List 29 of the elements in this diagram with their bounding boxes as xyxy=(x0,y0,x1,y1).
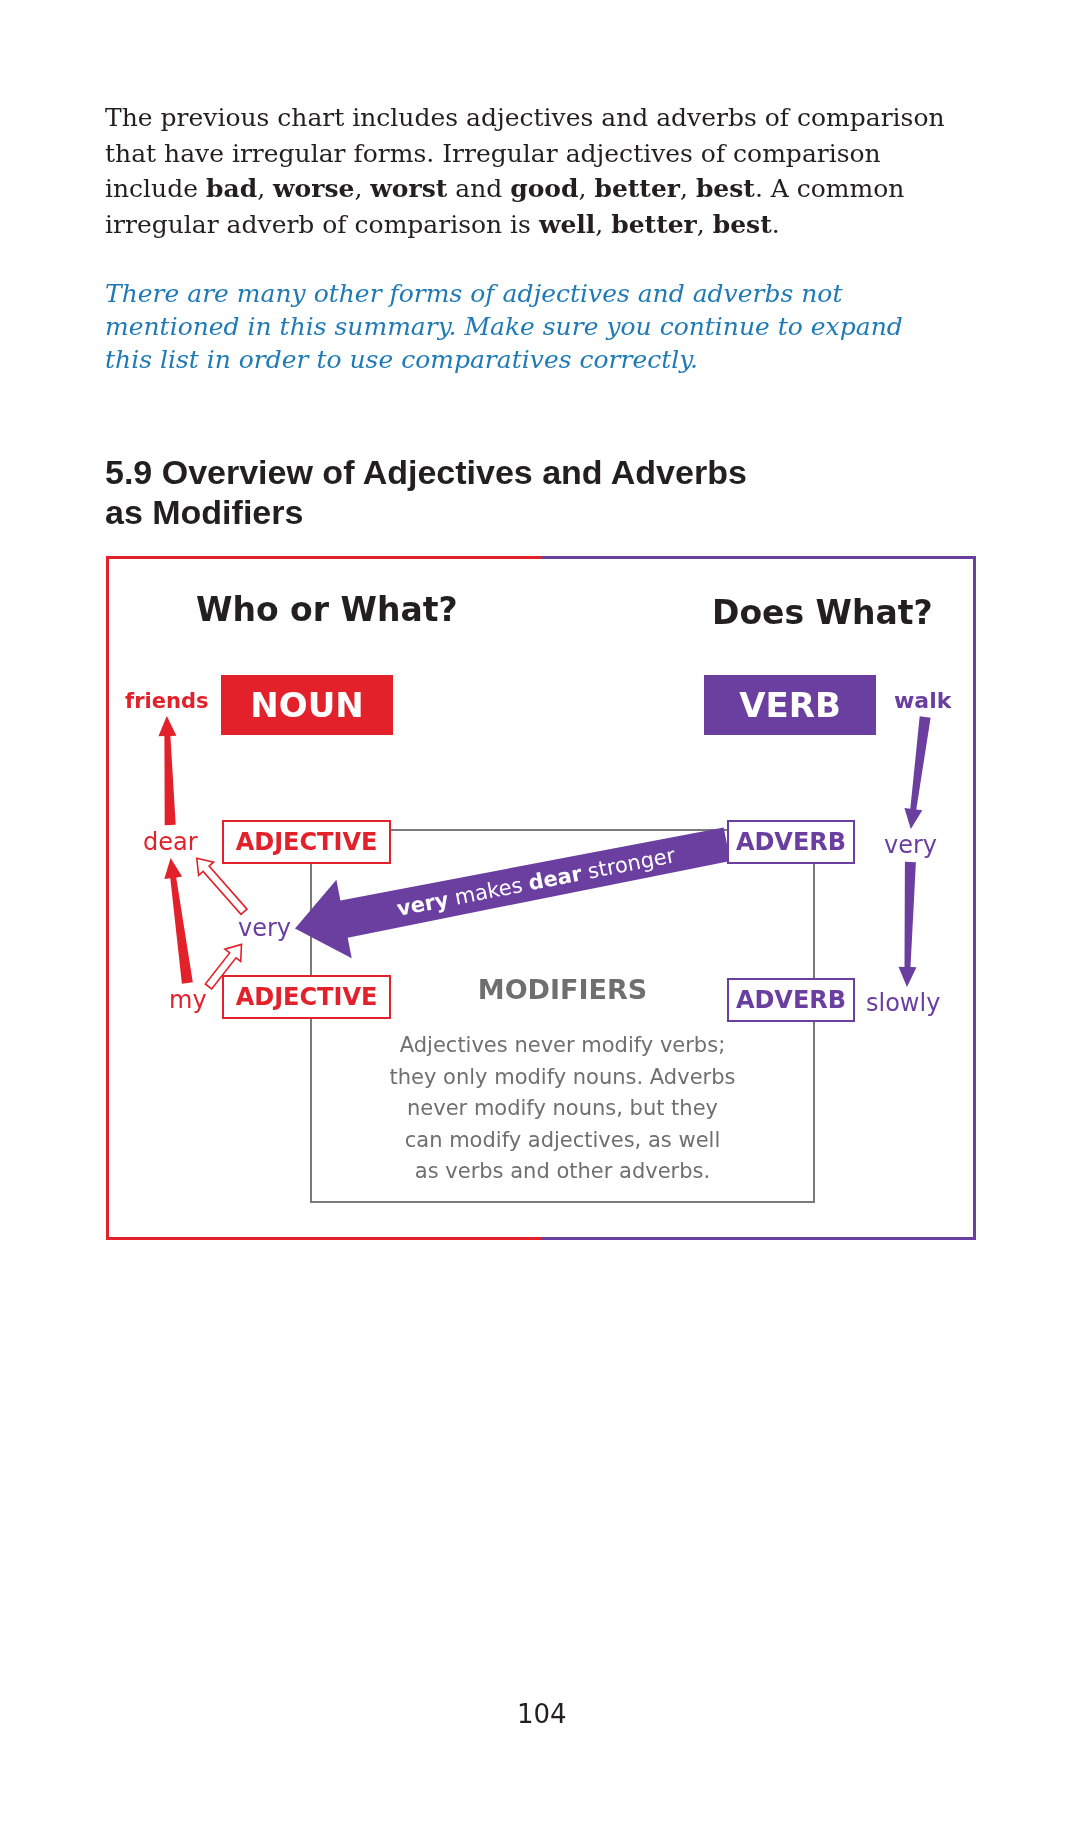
column-heading: Who or What? xyxy=(196,590,458,630)
example-word: my xyxy=(169,986,207,1014)
outline-arrow xyxy=(204,943,243,991)
page-number: 104 xyxy=(517,1698,567,1731)
modifiers-heading: MODIFIERS xyxy=(477,974,648,1006)
arrow xyxy=(158,716,177,826)
arrow xyxy=(164,858,193,984)
edge-label: very makes dear stronger xyxy=(394,841,677,922)
diagram-frame xyxy=(106,556,976,1240)
modifiers-note: Adjectives never modify verbs; they only modify nouns. Adverbs never modify nouns, but they can modify adjectives, as well as verbs and other adverbs. xyxy=(388,1032,737,1185)
part-of-speech-box: ADVERB xyxy=(727,820,855,864)
part-of-speech-box: ADJECTIVE xyxy=(222,975,391,1019)
arrow xyxy=(904,716,931,829)
example-word: walk xyxy=(894,688,952,714)
example-word: very xyxy=(238,914,292,942)
part-of-speech-box: ADVERB xyxy=(727,978,855,1022)
part-of-speech-box: ADJECTIVE xyxy=(222,820,391,864)
part-of-speech-box: NOUN xyxy=(221,675,393,735)
section-heading: 5.9 Overview of Adjectives and Adverbs as Modifiers xyxy=(105,452,748,532)
example-word: friends xyxy=(125,688,209,714)
example-word: dear xyxy=(143,828,198,856)
column-heading: Does What? xyxy=(712,593,933,633)
body-paragraph: The previous chart includes adjectives and adverbs of comparison that have irregular forms. Irregular adjectives of comparison include bad, worse, worst and good, better, best. A common irregular adverb of comparison is well, better, best. xyxy=(105,102,946,241)
example-word: very xyxy=(884,831,938,859)
part-of-speech-box: VERB xyxy=(704,675,876,735)
note-paragraph: There are many other forms of adjectives and adverbs not mentioned in this summary. Make sure you continue to expand this list in order to use comparatives correctly. xyxy=(105,278,904,376)
example-word: slowly xyxy=(866,989,941,1017)
outline-arrow xyxy=(195,857,249,916)
arrow xyxy=(898,861,917,987)
